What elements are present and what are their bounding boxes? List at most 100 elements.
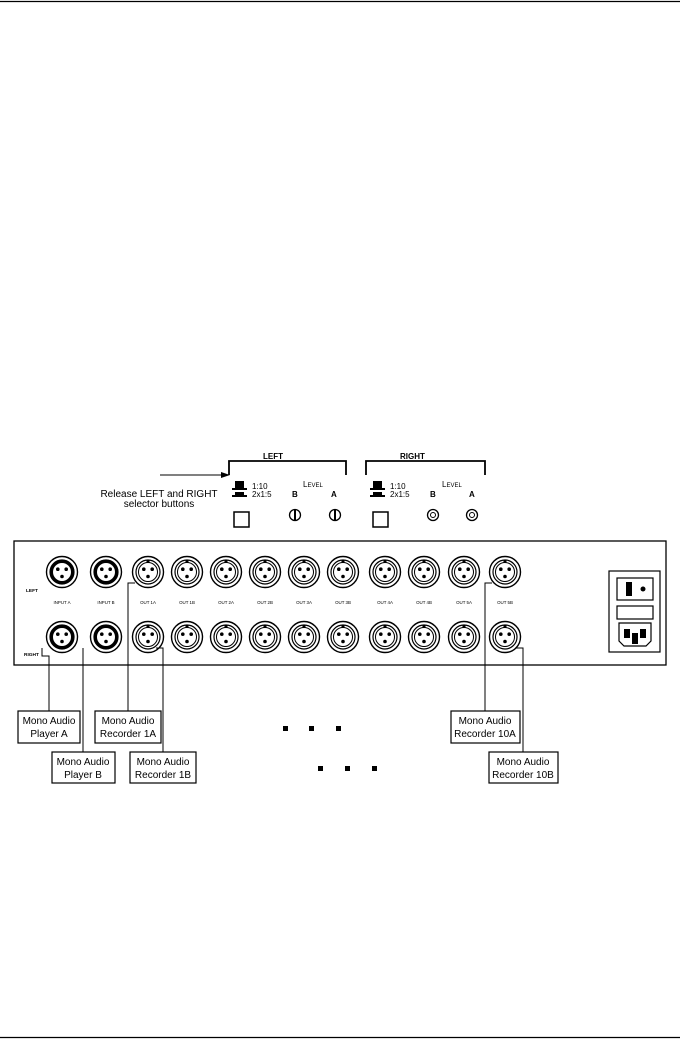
connector-label: INPUT A (54, 600, 71, 605)
button-down-icon (370, 492, 385, 497)
xlr-output-connector[interactable] (368, 555, 402, 589)
xlr-output-connector[interactable] (326, 555, 360, 589)
left-selector-group: LEFT 1:10 2x1:5 LEVEL B A (228, 452, 347, 528)
xlr-output-connector[interactable] (368, 620, 402, 654)
row-right-label: RIGHT (24, 652, 39, 658)
xlr-output-connector[interactable] (287, 555, 321, 589)
xlr-output-connector[interactable] (447, 620, 481, 654)
ratio-2x1-5-label: 2x1:5 (390, 490, 410, 499)
xlr-output-connector[interactable] (488, 620, 522, 654)
xlr-output-connector[interactable] (248, 555, 282, 589)
right-group-title: RIGHT (400, 452, 425, 461)
device-line-1: Mono Audio (102, 716, 155, 727)
device-recorder-10a: Mono Audio Recorder 10A (450, 710, 521, 744)
level-a-trimmer-icon[interactable] (328, 508, 342, 522)
level-b-trimmer-icon[interactable] (426, 508, 440, 522)
device-line-1: Mono Audio (497, 757, 550, 768)
xlr-input-connector[interactable] (89, 555, 123, 589)
level-b-label: B (292, 490, 298, 499)
cable-recorder-10b (515, 647, 524, 752)
instruction-callout: Release LEFT and RIGHT selector buttons (100, 472, 230, 510)
cable-player-a (41, 648, 50, 711)
xlr-output-connector[interactable] (209, 555, 243, 589)
device-boxes: Mono Audio Player A Mono Audio Player B … (17, 710, 559, 784)
instruction-line-2: selector buttons (124, 499, 195, 510)
device-player-a: Mono Audio Player A (17, 710, 81, 744)
device-line-2: Recorder 10A (454, 729, 516, 740)
device-recorder-1a: Mono Audio Recorder 1A (94, 710, 162, 744)
level-a-label: A (469, 490, 475, 499)
cable-recorder-1a (127, 582, 135, 711)
device-line-1: Mono Audio (23, 716, 76, 727)
ratio-1-10-label: 1:10 (390, 482, 406, 491)
device-line-1: Mono Audio (459, 716, 512, 727)
xlr-output-connector[interactable] (407, 620, 441, 654)
ratio-2x1-5-label: 2x1:5 (252, 490, 272, 499)
ratio-1-10-label: 1:10 (252, 482, 268, 491)
connector-label: OUT 4A (377, 600, 393, 605)
device-player-b: Mono Audio Player B (51, 751, 116, 784)
connector-label: OUT 4B (416, 600, 432, 605)
device-line-2: Recorder 1B (135, 770, 191, 781)
power-module (608, 570, 661, 653)
xlr-output-connector[interactable] (326, 620, 360, 654)
device-recorder-10b: Mono Audio Recorder 10B (488, 751, 559, 784)
xlr-output-connector[interactable] (447, 555, 481, 589)
xlr-output-connector[interactable] (488, 555, 522, 589)
button-up-icon (232, 481, 247, 490)
ellipsis-dot (309, 726, 314, 731)
connector-label: OUT 3A (296, 600, 312, 605)
xlr-output-connector[interactable] (209, 620, 243, 654)
connector-label: OUT 1A (140, 600, 156, 605)
connector-label: OUT 2B (257, 600, 273, 605)
device-line-2: Player A (30, 729, 68, 740)
xlr-input-connector[interactable] (45, 555, 79, 589)
level-b-trimmer-icon[interactable] (288, 508, 302, 522)
level-b-label: B (430, 490, 436, 499)
right-bracket (365, 460, 486, 475)
ellipsis-dot (372, 766, 377, 771)
device-line-1: Mono Audio (57, 757, 110, 768)
device-line-2: Player B (64, 770, 102, 781)
left-selector-button[interactable] (233, 511, 250, 528)
connector-label: OUT 2A (218, 600, 234, 605)
ellipsis-dot (283, 726, 288, 731)
device-line-1: Mono Audio (137, 757, 190, 768)
xlr-output-connector[interactable] (170, 620, 204, 654)
level-label: LEVEL (442, 480, 462, 489)
connector-label: OUT 3B (335, 600, 351, 605)
cables (41, 582, 524, 752)
device-line-2: Recorder 1A (100, 729, 156, 740)
xlr-input-connector[interactable] (45, 620, 79, 654)
xlr-output-connector[interactable] (170, 555, 204, 589)
left-group-title: LEFT (263, 452, 283, 461)
xlr-output-connector[interactable] (131, 555, 165, 589)
xlr-output-connector[interactable] (131, 620, 165, 654)
xlr-output-connector[interactable] (407, 555, 441, 589)
power-switch[interactable] (616, 577, 654, 601)
level-label: LEVEL (303, 480, 323, 489)
xlr-output-connector[interactable] (248, 620, 282, 654)
row-left-label: LEFT (26, 588, 38, 594)
connector-label: OUT 5B (497, 600, 513, 605)
fuse-holder[interactable] (616, 605, 654, 620)
level-a-label: A (331, 490, 337, 499)
cable-recorder-10a (484, 582, 492, 711)
ellipsis-marks (283, 726, 377, 771)
ellipsis-dot (318, 766, 323, 771)
cable-recorder-1b (156, 647, 164, 752)
connector-label: INPUT B (97, 600, 114, 605)
right-selector-button[interactable] (372, 511, 389, 528)
button-down-icon (232, 492, 247, 497)
xlr-input-connector[interactable] (89, 620, 123, 654)
connector-label: OUT 5A (456, 600, 472, 605)
arrow-head-icon (221, 472, 230, 478)
level-a-trimmer-icon[interactable] (465, 508, 479, 522)
xlr-output-connector[interactable] (287, 620, 321, 654)
left-bracket (228, 460, 347, 475)
right-selector-group: RIGHT 1:10 2x1:5 LEVEL B A (365, 452, 486, 528)
instruction-line-1: Release LEFT and RIGHT (100, 489, 217, 500)
